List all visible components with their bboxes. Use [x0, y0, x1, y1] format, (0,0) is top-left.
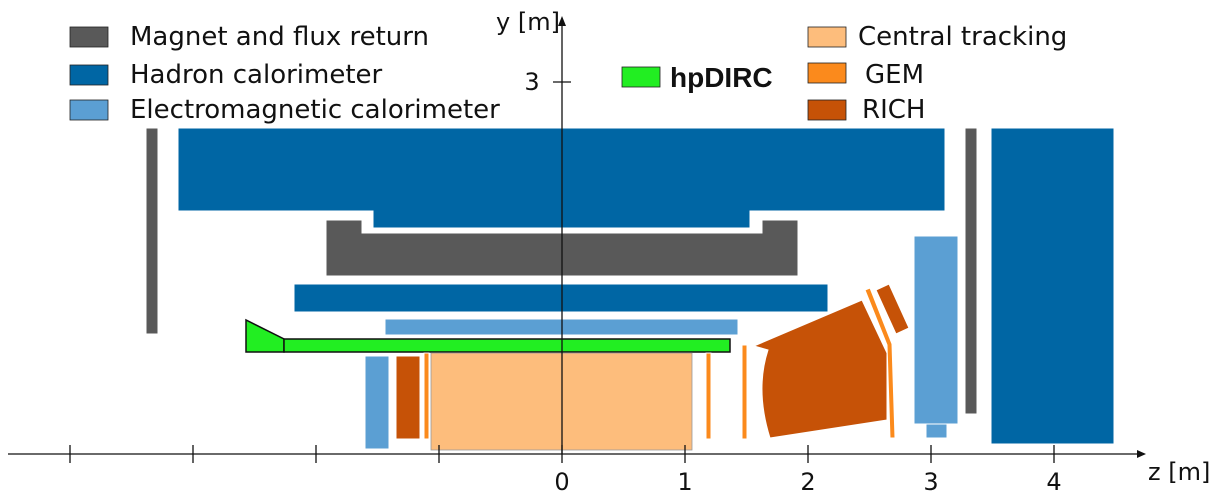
- legend-label-magnet: Magnet and flux return: [130, 22, 429, 52]
- z-axis-arrowhead: [1137, 450, 1146, 458]
- z-tick-label-3: 3: [923, 468, 938, 496]
- legend-swatch-hpdirc: [621, 66, 661, 88]
- em-calorimeter-forward: [913, 235, 959, 425]
- em-calorimeter-forward-base: [925, 423, 948, 439]
- legend-right: Central tracking GEM RICH: [807, 22, 1067, 125]
- z-tick-label-4: 4: [1046, 468, 1061, 496]
- flux-return-left-bar: [145, 127, 159, 335]
- y-axis-arrowhead: [558, 16, 566, 26]
- y-tick-label-3: 3: [524, 68, 539, 96]
- legend-label-gem: GEM: [865, 60, 924, 90]
- rich-backward: [395, 355, 421, 440]
- y-axis-label: y [m]: [496, 8, 560, 36]
- legend-middle: hpDIRC: [621, 62, 773, 93]
- legend-swatch-magnet: [69, 26, 109, 48]
- legend-label-tracking: Central tracking: [858, 22, 1067, 52]
- z-tick-label-2: 2: [800, 468, 815, 496]
- z-axis-label: z [m]: [1148, 458, 1210, 486]
- legend-left: Magnet and flux return Hadron calorimete…: [69, 22, 500, 125]
- legend-swatch-rich: [807, 99, 847, 121]
- legend-label-rich: RICH: [862, 95, 925, 125]
- hadron-calorimeter-forward: [990, 127, 1115, 445]
- gem-forward-2: [741, 344, 748, 440]
- legend-swatch-hadron: [69, 64, 109, 86]
- legend-swatch-tracking: [807, 26, 847, 48]
- axes-group: 0 1 2 3 4 3 z [m] y [m]: [8, 8, 1210, 496]
- flux-return-right-bar: [964, 127, 978, 415]
- z-axis-ticks: 0 1 2 3 4: [69, 445, 1062, 496]
- legend-swatch-gem: [807, 62, 847, 84]
- hadron-calorimeter-inner-barrel: [293, 283, 829, 313]
- gem-backward: [423, 352, 430, 440]
- hpdirc-group: [245, 318, 731, 353]
- gem-forward-3: [864, 287, 896, 439]
- rich-forward-photodetector: [875, 283, 910, 335]
- z-tick-label-0: 0: [554, 468, 569, 496]
- gem-group: [423, 287, 896, 440]
- legend-label-em: Electromagnetic calorimeter: [130, 95, 500, 125]
- legend-label-hadron: Hadron calorimeter: [130, 60, 383, 90]
- legend-swatch-em: [69, 99, 109, 121]
- rich-forward: [752, 299, 888, 439]
- z-tick-label-1: 1: [677, 468, 692, 496]
- hpdirc-bar: [283, 338, 731, 353]
- legend-label-hpdirc: hpDIRC: [670, 62, 773, 93]
- rich-group: [395, 283, 910, 440]
- em-calorimeter-backward: [364, 355, 390, 450]
- gem-forward-1: [705, 352, 712, 440]
- y-axis-ticks: 3: [524, 68, 571, 96]
- hpdirc-prism: [245, 318, 285, 353]
